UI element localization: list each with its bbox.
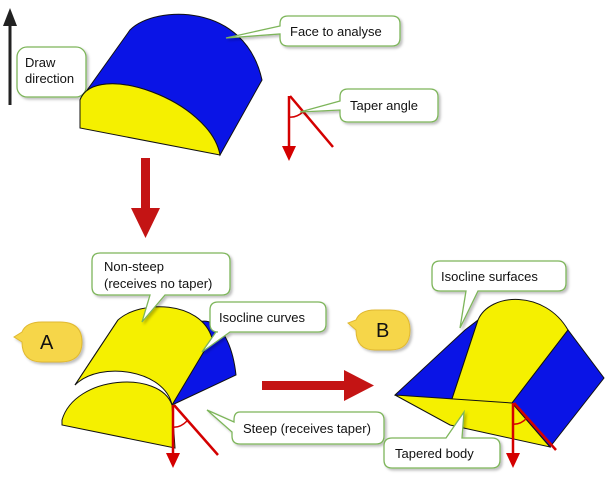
shape-b-taper-indicator	[506, 402, 557, 468]
callout-box	[431, 260, 567, 329]
callout-box	[16, 46, 87, 98]
badge-a	[13, 321, 83, 363]
shape-a-taper-indicator	[166, 404, 219, 468]
badge-b-shape	[347, 309, 411, 351]
taper-angle-line	[289, 95, 334, 148]
callout-box	[225, 15, 401, 47]
top-half-cylinder	[79, 13, 263, 157]
shape-b-taper-angle-arc	[512, 417, 528, 425]
callout-face-to-analyse	[225, 15, 401, 47]
taper-angle-label: Taper angle	[350, 98, 418, 113]
arrow-right-shaft	[262, 381, 348, 390]
isocline-curves-label: Isocline curves	[219, 310, 305, 325]
shape-b	[393, 299, 605, 448]
callout-isocline-surfaces	[431, 260, 567, 329]
callout-non-steep	[91, 252, 231, 323]
isocline-surfaces-label: Isocline surfaces	[441, 269, 538, 284]
draw-direction-head	[3, 8, 17, 26]
badge-a-label: A	[40, 332, 54, 354]
shape-a-taper-angle-arc	[172, 420, 188, 428]
shape-b-taper-draw-head	[506, 453, 520, 468]
draw-direction-label-line1: Draw	[25, 55, 56, 70]
callout-box	[299, 88, 439, 123]
process-arrow-right	[262, 370, 374, 401]
callout-taper-angle	[299, 88, 439, 123]
callout-tapered-body	[383, 409, 501, 469]
shape-b-taper-angle-line	[513, 402, 557, 451]
draw-direction-arrow	[3, 8, 17, 105]
steep-label: Steep (receives taper)	[243, 421, 371, 436]
taper-angle-indicator	[282, 95, 334, 161]
callout-draw-direction	[16, 46, 87, 98]
tapered-body-label: Tapered body	[395, 446, 474, 461]
top-cylinder-end-face	[79, 83, 221, 156]
callout-box	[206, 409, 385, 445]
shape-b-end-face	[394, 394, 552, 448]
callout-isocline-curves	[201, 301, 327, 353]
face-to-analyse-label: Face to analyse	[290, 24, 382, 39]
badge-b	[347, 309, 411, 351]
non-steep-label-line1: Non-steep	[104, 259, 164, 274]
draw-direction-label-line2: direction	[25, 71, 74, 86]
callout-steep	[206, 409, 385, 445]
taper-draw-head	[282, 146, 296, 161]
badge-b-label: B	[376, 320, 389, 342]
callout-box	[383, 409, 501, 469]
process-arrow-down	[131, 158, 160, 238]
arrow-down-shaft	[141, 158, 150, 210]
shape-a-end-face	[61, 381, 176, 449]
badge-a-shape	[13, 321, 83, 363]
shape-a-taper-angle-line	[173, 404, 219, 456]
callout-box	[201, 301, 327, 353]
arrow-down-head	[131, 208, 160, 238]
taper-angle-arc	[288, 111, 304, 118]
callout-box	[91, 252, 231, 323]
shape-a	[61, 306, 237, 449]
non-steep-label-line2: (receives no taper)	[104, 276, 212, 291]
shape-a-taper-draw-head	[166, 453, 180, 468]
arrow-right-head	[344, 370, 374, 401]
